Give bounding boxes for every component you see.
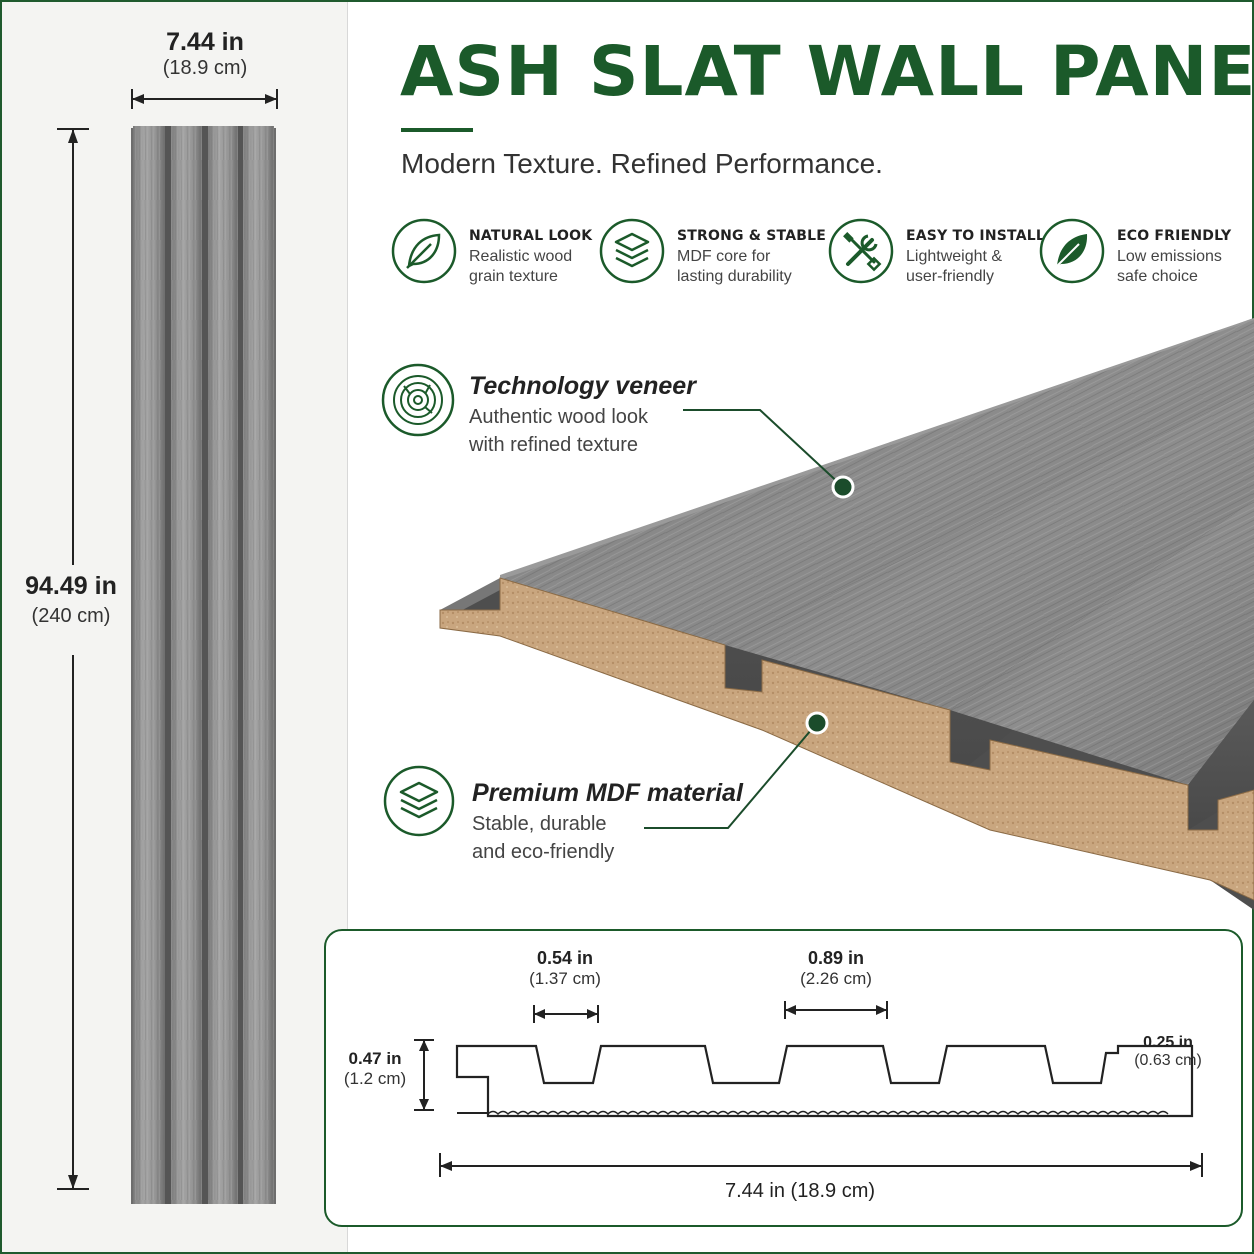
base-cm-label: (0.63 cm) (1134, 1052, 1202, 1069)
base-thickness-dimension: 0.25 in (0.63 cm) (1126, 1034, 1210, 1070)
page-subtitle: Modern Texture. Refined Performance. (401, 148, 883, 179)
page-title: ASH SLAT WALL PANEL (400, 32, 1254, 112)
width-dimension: 7.44 in (18.9 cm) (130, 28, 280, 80)
callout-veneer-title: Technology veneer (469, 372, 696, 400)
base-in-label: 0.25 in (1143, 1034, 1193, 1051)
callout-mdf-line: and eco-friendly (472, 841, 615, 863)
feature-line: MDF core for (677, 248, 771, 265)
slat-width-dimension: 0.54 in (1.37 cm) (505, 948, 625, 989)
gap-in-label: 0.89 in (807, 948, 865, 968)
width-cm-label: (18.9 cm) (162, 57, 248, 79)
layers-icon (599, 218, 665, 284)
feature-line: user-friendly (906, 268, 995, 285)
feature-heading: ECO FRIENDLY (1117, 228, 1232, 244)
slat-in-label: 0.54 in (536, 948, 594, 968)
callout-mdf-title: Premium MDF material (472, 779, 743, 807)
thick-cm-label: (1.2 cm) (343, 1069, 407, 1088)
tools-icon (828, 218, 894, 284)
gap-cm-label: (2.26 cm) (800, 969, 872, 988)
total-width-label: 7.44 in (18.9 cm) (724, 1180, 876, 1202)
thick-in-label: 0.47 in (348, 1049, 402, 1068)
feature-line: Lightweight & (906, 248, 1003, 265)
panel-3d-render (439, 318, 1254, 910)
height-cm-label: (240 cm) (31, 605, 111, 627)
layers-icon (383, 765, 455, 837)
feature-line: grain texture (469, 268, 558, 285)
thickness-dimension: 0.47 in (1.2 cm) (332, 1049, 418, 1089)
wood-rings-icon (381, 363, 455, 437)
gap-width-dimension: 0.89 in (2.26 cm) (776, 948, 896, 989)
slat-cm-label: (1.37 cm) (529, 969, 601, 988)
callout-veneer: Technology veneer Authentic wood look wi… (469, 372, 696, 459)
callout-veneer-line: with refined texture (469, 434, 638, 456)
feature-line: Low emissions (1117, 248, 1222, 265)
feature-heading: EASY TO INSTALL (906, 228, 1045, 244)
feature-line: safe choice (1117, 268, 1198, 285)
feature-line: Realistic wood (469, 248, 573, 265)
feature-heading: STRONG & STABLE (677, 228, 827, 244)
feature-heading: NATURAL LOOK (469, 228, 593, 244)
callout-mdf: Premium MDF material Stable, durable and… (472, 779, 743, 866)
profile-diagram (414, 1001, 1203, 1177)
height-dimension: 94.49 in (240 cm) (10, 572, 132, 628)
callout-veneer-line: Authentic wood look (469, 406, 649, 428)
width-in-label: 7.44 in (166, 28, 244, 56)
feature-line: lasting durability (677, 268, 792, 285)
leaf-icon (1039, 218, 1105, 284)
callout-mdf-line: Stable, durable (472, 813, 607, 835)
height-in-label: 94.49 in (25, 572, 117, 600)
leaf-icon (391, 218, 457, 284)
tall-panel-graphic (57, 89, 278, 1204)
title-underline (401, 128, 473, 132)
